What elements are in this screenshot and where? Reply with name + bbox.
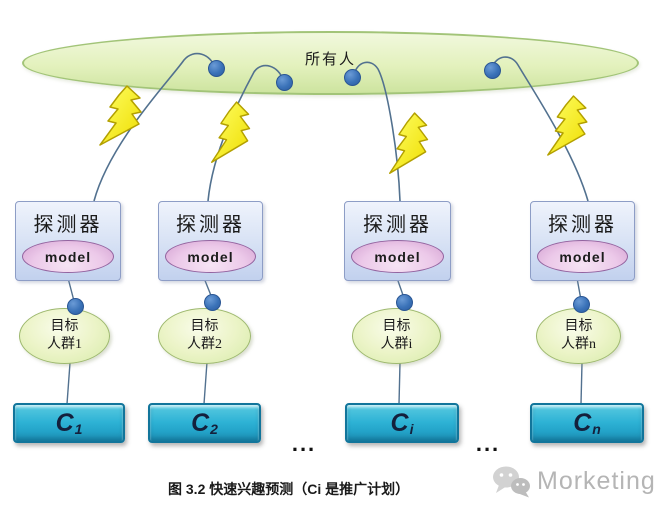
ellipsis-left: ... bbox=[291, 431, 317, 456]
campaign-label: C bbox=[390, 408, 409, 437]
detector-box-3: 探测器 model bbox=[344, 201, 451, 281]
detector-label: 探测器 bbox=[363, 214, 432, 236]
detector-label: 探测器 bbox=[33, 214, 103, 236]
detector-box-1: 探测器 model bbox=[15, 201, 121, 281]
chat-bubbles-icon bbox=[493, 466, 530, 498]
model-ellipse: model bbox=[537, 240, 628, 273]
campaign-subscript: 1 bbox=[74, 421, 83, 437]
lightning-icon bbox=[547, 95, 588, 156]
target-group-ellipse-2: 目标 人群2 bbox=[158, 308, 251, 364]
connection-dot bbox=[204, 294, 221, 311]
connection-dot bbox=[208, 60, 225, 77]
campaign-label: C bbox=[573, 408, 592, 437]
everyone-label: 所有人 bbox=[304, 52, 356, 68]
target-campaign-line-1 bbox=[66, 362, 71, 405]
lightning-icon bbox=[99, 85, 142, 146]
target-label-line2: 人群2 bbox=[187, 337, 222, 353]
connector-curve-4 bbox=[491, 56, 589, 202]
detector-label: 探测器 bbox=[548, 214, 617, 236]
lightning-icon bbox=[211, 101, 251, 163]
lightning-icon bbox=[389, 112, 429, 174]
target-label-line1: 目标 bbox=[190, 319, 219, 334]
target-campaign-line-4 bbox=[580, 362, 583, 405]
target-label-line2: 人群n bbox=[561, 337, 596, 353]
target-label-line2: 人群i bbox=[380, 337, 413, 353]
detector-target-line-1 bbox=[67, 277, 75, 302]
connection-dot bbox=[344, 69, 361, 86]
detector-label: 探测器 bbox=[176, 214, 245, 236]
target-label-line1: 目标 bbox=[564, 319, 593, 334]
connection-dot bbox=[276, 74, 293, 91]
campaign-subscript: i bbox=[409, 421, 414, 437]
connector-curve-1 bbox=[93, 52, 216, 202]
connection-dot bbox=[484, 62, 501, 79]
campaign-label: C bbox=[191, 408, 210, 437]
model-ellipse: model bbox=[22, 240, 114, 273]
everyone-ellipse: 所有人 bbox=[22, 31, 639, 95]
detector-box-4: 探测器 model bbox=[530, 201, 635, 281]
model-ellipse: model bbox=[165, 240, 256, 273]
model-label: model bbox=[374, 248, 421, 265]
campaign-label: C bbox=[55, 408, 74, 437]
ellipsis-right: ... bbox=[475, 431, 501, 456]
campaign-subscript: 2 bbox=[210, 421, 218, 437]
model-label: model bbox=[559, 248, 606, 265]
target-label-line1: 目标 bbox=[50, 319, 79, 334]
target-label-line1: 目标 bbox=[382, 319, 411, 334]
model-ellipse: model bbox=[351, 240, 444, 273]
connection-dot bbox=[573, 296, 590, 313]
target-label-line2: 人群1 bbox=[47, 337, 82, 353]
figure-caption: 图 3.2 快速兴趣预测（Ci 是推广计划） bbox=[168, 481, 410, 497]
connection-dot bbox=[396, 294, 413, 311]
detector-box-2: 探测器 model bbox=[158, 201, 263, 281]
target-group-ellipse-4: 目标 人群n bbox=[536, 308, 621, 364]
connector-curve-3 bbox=[353, 61, 401, 202]
model-label: model bbox=[187, 248, 234, 265]
connection-dot bbox=[67, 298, 84, 315]
watermark: Morketing bbox=[492, 464, 655, 498]
model-label: model bbox=[44, 248, 92, 265]
target-campaign-line-2 bbox=[203, 361, 208, 405]
target-group-ellipse-3: 目标 人群i bbox=[352, 308, 441, 364]
connector-curve-2 bbox=[207, 64, 284, 202]
campaign-subscript: n bbox=[592, 421, 601, 437]
watermark-brand: Morketing bbox=[537, 466, 655, 495]
target-group-ellipse-1: 目标 人群1 bbox=[19, 308, 110, 364]
target-campaign-line-3 bbox=[398, 362, 401, 405]
